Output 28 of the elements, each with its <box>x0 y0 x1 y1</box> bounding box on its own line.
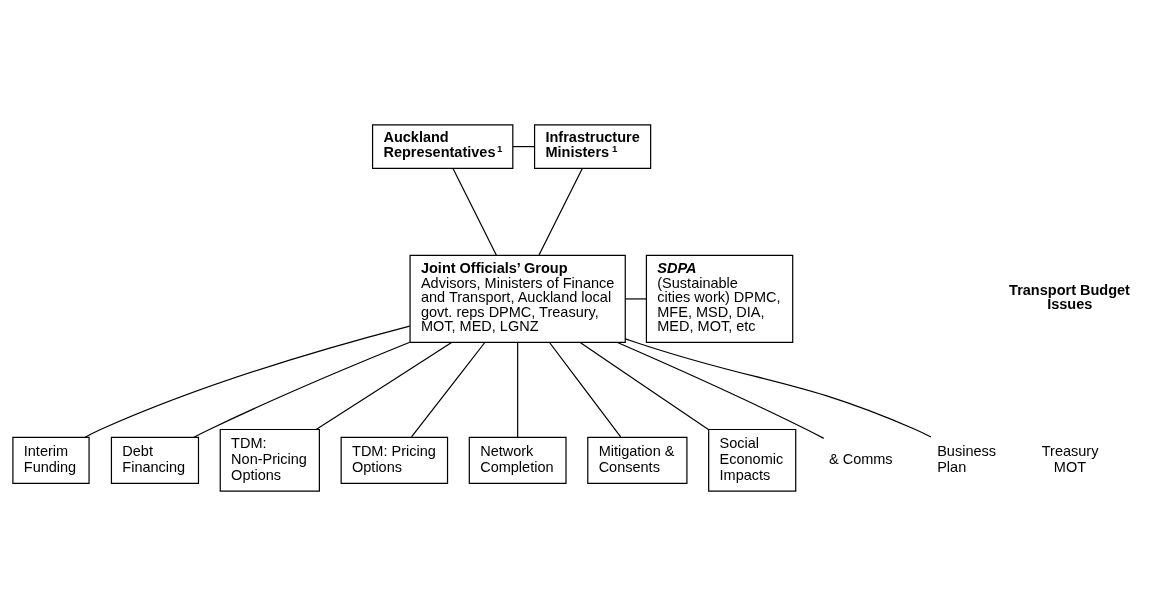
node-box: Interim Funding <box>12 436 90 484</box>
node-text: & Comms <box>828 450 893 467</box>
connector <box>616 341 825 439</box>
node-box: Joint Officials’ Group Advisors, Ministers of Finance and Transport, Auckland local govt. reps DPMC, Treasury, MOT, MED, LGNZ <box>409 254 626 343</box>
connector <box>549 341 622 438</box>
node-box: Auckland Representatives$^{1}$ <box>371 123 514 169</box>
node-box: Network Completion <box>468 436 567 484</box>
node-box: TDM: Pricing Options <box>340 436 449 484</box>
connector <box>517 341 519 438</box>
connector <box>315 341 453 430</box>
node-box: Social Economic Impacts <box>708 428 797 492</box>
node-text: Business Plan <box>937 442 997 475</box>
label: Treasury MOT <box>1041 442 1099 475</box>
node-box: Infrastructure Ministers $^{1}$ <box>533 123 652 169</box>
label: Transport Budget Issues <box>1009 281 1130 312</box>
connector <box>624 337 932 438</box>
connector <box>579 341 709 430</box>
node-box: Mitigation & Consents <box>587 436 688 484</box>
connector <box>452 167 497 256</box>
node-box: SDPA (Sustainable cities work) DPMC, MFE, MSD, DIA, MED, MOT, etc <box>645 254 794 343</box>
node-box: Debt Financing <box>110 436 200 484</box>
connector <box>193 341 411 438</box>
connector <box>512 145 536 147</box>
connector <box>538 167 583 256</box>
node-box: TDM: Non-Pricing Options <box>219 428 320 492</box>
connector <box>84 324 411 438</box>
connector <box>410 341 486 438</box>
connector <box>624 297 647 300</box>
